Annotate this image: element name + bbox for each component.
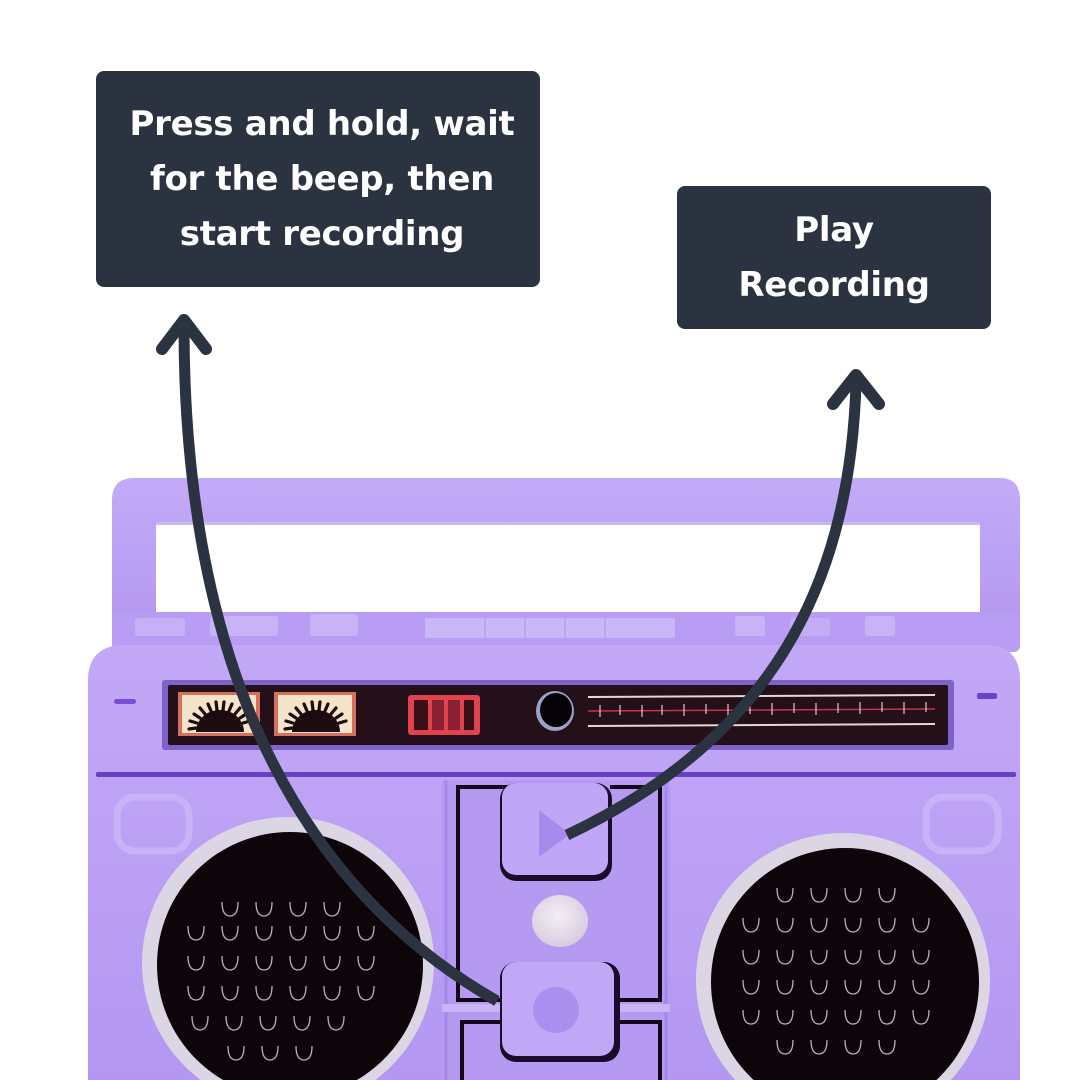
arrow-play (564, 369, 885, 840)
record-instructions-callout: Press and hold, wait for the beep, then … (96, 71, 540, 287)
grip-window-left (113, 793, 193, 855)
callout-line: for the beep, then (150, 158, 494, 199)
grip-window-right (922, 793, 1002, 855)
control-panel (442, 780, 670, 1080)
speaker-right (696, 833, 990, 1080)
display-panel (162, 680, 954, 750)
vu-meter-right (274, 692, 356, 736)
tuner-dial (587, 694, 936, 727)
callout-line: Play (794, 209, 874, 250)
record-button[interactable] (500, 962, 620, 1062)
headphone-jack (536, 691, 574, 731)
boombox-handle (112, 478, 1020, 640)
callout-line: Recording (738, 264, 930, 305)
side-slot-right (977, 693, 997, 699)
side-slot-left (114, 699, 136, 704)
callout-line: Press and hold, wait (129, 103, 515, 144)
record-circle-icon (533, 987, 579, 1033)
cassette-window (408, 695, 480, 735)
play-triangle-icon (539, 810, 570, 857)
arrow-record (156, 314, 500, 1006)
callout-line: start recording (179, 213, 465, 254)
led-light (532, 895, 588, 947)
play-button[interactable] (500, 783, 612, 881)
play-recording-callout: Play Recording (677, 186, 991, 329)
